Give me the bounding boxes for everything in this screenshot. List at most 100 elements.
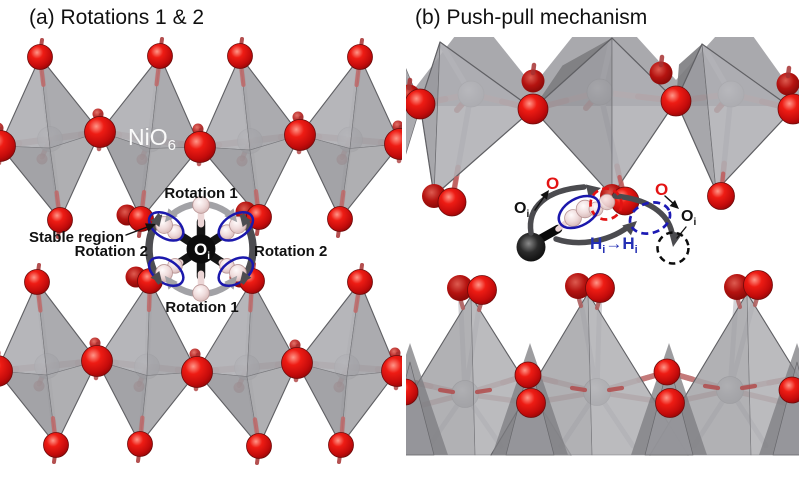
oxygen-atom (181, 356, 213, 388)
row-b-top-atoms (406, 54, 799, 217)
stable-region-ellipse (217, 211, 255, 242)
rotation2-arrowhead (150, 270, 163, 284)
pushpull-arrowhead-2 (622, 221, 637, 236)
rotation2-left-label: Rotation 2 (75, 243, 148, 260)
oxygen-atom (347, 44, 373, 70)
stable-region-pointer-line (125, 225, 151, 236)
bond-stub (569, 385, 588, 393)
back-oxygen-atom (565, 273, 591, 299)
row-b-top-faces (406, 37, 794, 197)
back-oxygen-atom (724, 274, 750, 300)
oxygen-atom (585, 273, 615, 303)
oxygen-atom (437, 187, 467, 217)
oxygen-atom (147, 43, 173, 69)
oxygen-atom (381, 355, 402, 387)
hydrogen-atom (192, 284, 210, 302)
oxygen-atom (84, 116, 116, 148)
stable-region-pointer-head (145, 223, 156, 232)
pushpull-arc-2 (553, 224, 631, 246)
row-b-bottom-faces (406, 292, 799, 456)
oxygen-atom (516, 388, 546, 418)
octahedra-row-a-top-atoms (0, 37, 402, 239)
oxygen-atom (743, 270, 773, 300)
rotation1-bottom-label: Rotation 1 (165, 299, 238, 316)
oi-to-o-arrow-head (540, 190, 549, 200)
central-oi-atom (186, 234, 216, 264)
lattice-o-left-label: O (546, 174, 559, 193)
oxygen-atom (653, 358, 681, 386)
rotation-diagram (125, 196, 257, 302)
oxygen-atom (284, 119, 316, 151)
oxygen-atom (777, 93, 799, 125)
oxygen-atom (0, 355, 13, 387)
oxygen-atom (514, 361, 542, 389)
oxygen-atom (660, 85, 692, 117)
rotation2-arrowhead (239, 214, 252, 228)
bond-stub (739, 383, 758, 391)
bond-stub (437, 387, 456, 395)
bond-stub (606, 385, 625, 393)
black-dashed-circle (656, 231, 690, 265)
pushpull-arc-3 (612, 193, 675, 236)
rotation2-arrowhead (150, 214, 163, 228)
panel-a-graphics (0, 37, 402, 465)
rotation1-top-label: Rotation 1 (164, 185, 237, 202)
back-oxygen-atom (776, 72, 799, 96)
oxygen-atom (406, 88, 436, 120)
back-oxygen-atom (447, 275, 473, 301)
oxygen-atom (406, 378, 419, 406)
oi-end-leader-line (676, 226, 687, 239)
nio6-label: NiO6 (128, 124, 176, 154)
stable-region-label: Stable region (29, 229, 124, 246)
o-to-oi-arrow-head (669, 200, 679, 209)
hydrogen-atom (192, 196, 210, 214)
oi-end-label: Oi (681, 208, 696, 228)
stable-region-ellipse (147, 211, 185, 242)
oxygen-atom (47, 207, 73, 233)
octahedra-row-b-bottom (406, 270, 799, 456)
oxygen-atom (384, 128, 402, 160)
bond-stub (785, 65, 792, 79)
interstitial-oxygen-atom (516, 232, 546, 262)
oxygen-atom (27, 44, 53, 70)
oxygen-atom (227, 43, 253, 69)
rotation2-right-label: Rotation 2 (254, 243, 327, 260)
bond-stub (702, 383, 721, 391)
oxygen-atom (467, 275, 497, 305)
bond-stub (406, 77, 413, 91)
oxygen-atom (347, 269, 373, 295)
oxygen-atom (327, 206, 353, 232)
back-oxygen-atom (521, 69, 545, 93)
oxygen-atom (127, 431, 153, 457)
octahedra-row-a-bottom (0, 262, 402, 465)
oxygen-atom (328, 432, 354, 458)
oxygen-atom (778, 376, 799, 404)
octahedra-row-a-top (0, 37, 402, 239)
pushpull-arrowhead-1 (585, 184, 601, 198)
central-oi-label: Oi (194, 240, 210, 262)
bond-stub (658, 54, 665, 68)
bond-stub (530, 62, 537, 76)
rotation2-arrowhead (239, 270, 252, 284)
hi-to-hi-label: Hi→Hi (590, 234, 638, 256)
octahedra-row-a-top-faces (0, 55, 401, 221)
panel-b-title: (b) Push-pull mechanism (415, 6, 647, 29)
background-notch (636, 36, 716, 80)
back-oxygen-atom (649, 61, 673, 85)
background-notch (493, 36, 573, 86)
oxygen-atom (281, 347, 313, 379)
oxygen-atom (184, 131, 216, 163)
octahedra-row-b-top (406, 36, 799, 217)
panel-b-graphics (406, 36, 799, 456)
panel-a-title: (a) Rotations 1 & 2 (29, 6, 204, 29)
oxygen-atom (81, 345, 113, 377)
row-b-bottom-atoms (406, 270, 799, 418)
oxygen-atom (0, 130, 16, 162)
octahedron-edge (406, 295, 472, 404)
oxygen-atom (655, 388, 685, 418)
oxygen-atom (43, 432, 69, 458)
oxygen-atom (517, 93, 549, 125)
red-dashed-circle (589, 187, 623, 221)
oxygen-atom (707, 182, 735, 210)
